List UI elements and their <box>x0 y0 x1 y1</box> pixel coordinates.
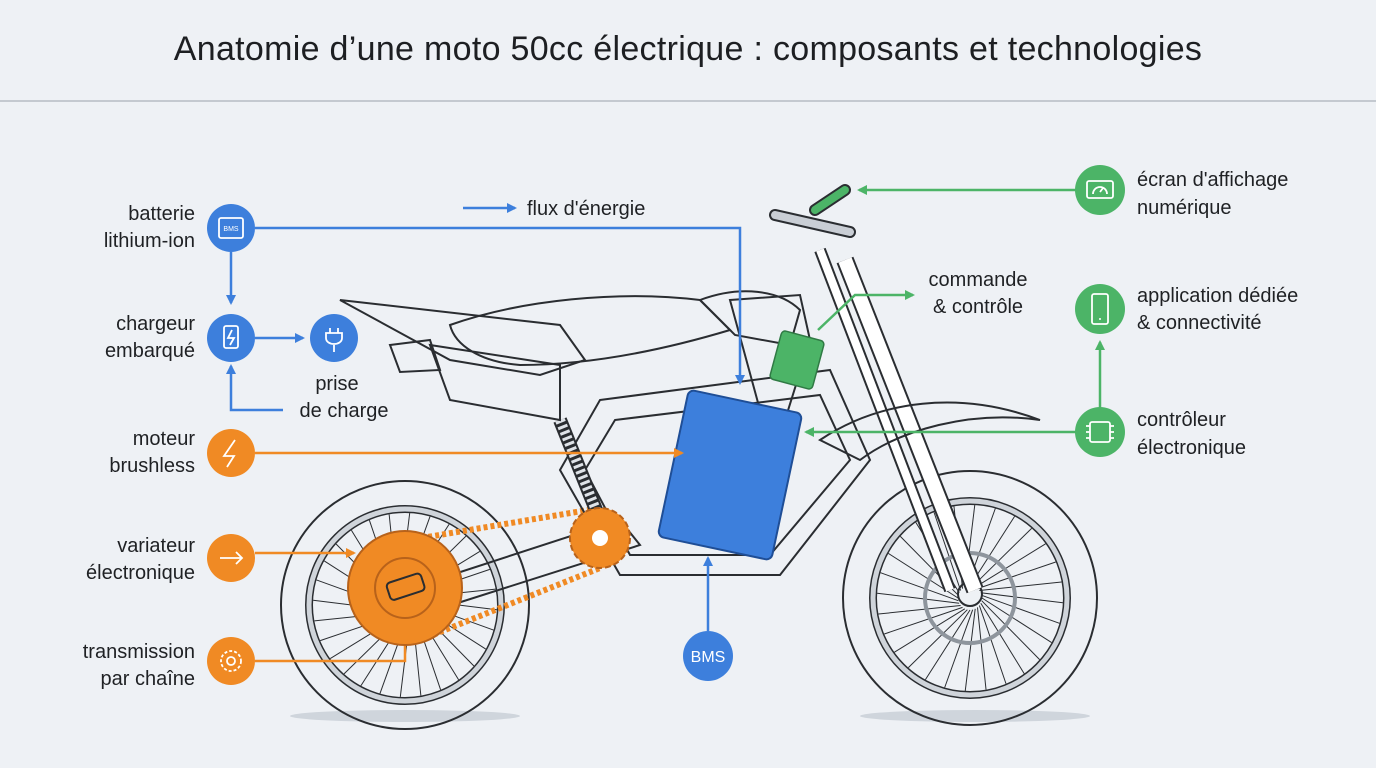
page-title: Anatomie d’une moto 50cc électrique : co… <box>173 30 1203 68</box>
node-application: application dédiée& connectivité <box>1075 284 1298 334</box>
hub-motor <box>347 530 463 646</box>
front-sprocket <box>569 507 631 569</box>
svg-text:BMS: BMS <box>223 226 239 233</box>
node-bms: BMS <box>683 631 733 681</box>
gear-icon <box>220 650 242 672</box>
wheel-spoke <box>894 608 966 653</box>
wheel-spoke <box>978 605 1007 684</box>
commande-label: commande& contrôle <box>929 269 1028 318</box>
propulsion-arrows <box>255 448 684 663</box>
bms-chip-icon: BMS <box>218 217 244 239</box>
svg-text:application dédiée& connectivi: application dédiée& connectivité <box>1137 285 1298 334</box>
gauge-display-icon <box>1086 180 1114 199</box>
chip-icon <box>1086 421 1114 443</box>
wheel-spoke <box>933 512 962 591</box>
rear-wheel-shadow <box>290 710 520 722</box>
front-wheel-shadow <box>860 710 1090 722</box>
controller-box <box>769 330 825 390</box>
wheel-spoke <box>974 543 1046 588</box>
wheel-spoke <box>981 597 1052 644</box>
wheel-spoke <box>884 606 963 635</box>
wheel-spoke <box>877 592 960 604</box>
wheel-spoke <box>980 602 1025 674</box>
svg-text:BMS: BMS <box>691 649 726 666</box>
wheel-spoke <box>977 561 1056 590</box>
wheel-spoke <box>979 581 1062 592</box>
smartphone-icon <box>1091 293 1109 325</box>
control-arrows <box>804 185 1105 437</box>
wheel-spoke <box>908 609 968 669</box>
energy-arrows <box>226 203 745 631</box>
wheel-spoke <box>878 604 961 615</box>
front-wheel <box>842 470 1098 726</box>
wheel-spoke <box>944 609 974 688</box>
wheel-spoke <box>976 607 987 690</box>
plug-icon <box>325 328 343 352</box>
arrow-right-icon <box>220 551 244 565</box>
wheel-spoke <box>972 527 1032 587</box>
wheel-spoke <box>964 608 976 691</box>
wheel-spoke <box>880 572 959 602</box>
battery-charge-icon <box>223 325 239 349</box>
flux-legend-label: flux d'énergie <box>527 198 645 220</box>
wheel-spoke <box>981 594 1060 624</box>
wheel-spoke <box>924 609 971 680</box>
motorcycle-illustration <box>280 184 1098 730</box>
wheel-spoke <box>981 600 1041 660</box>
wheel-spoke <box>980 592 1063 604</box>
lightning-icon <box>222 439 236 468</box>
battery-pack <box>657 389 803 561</box>
